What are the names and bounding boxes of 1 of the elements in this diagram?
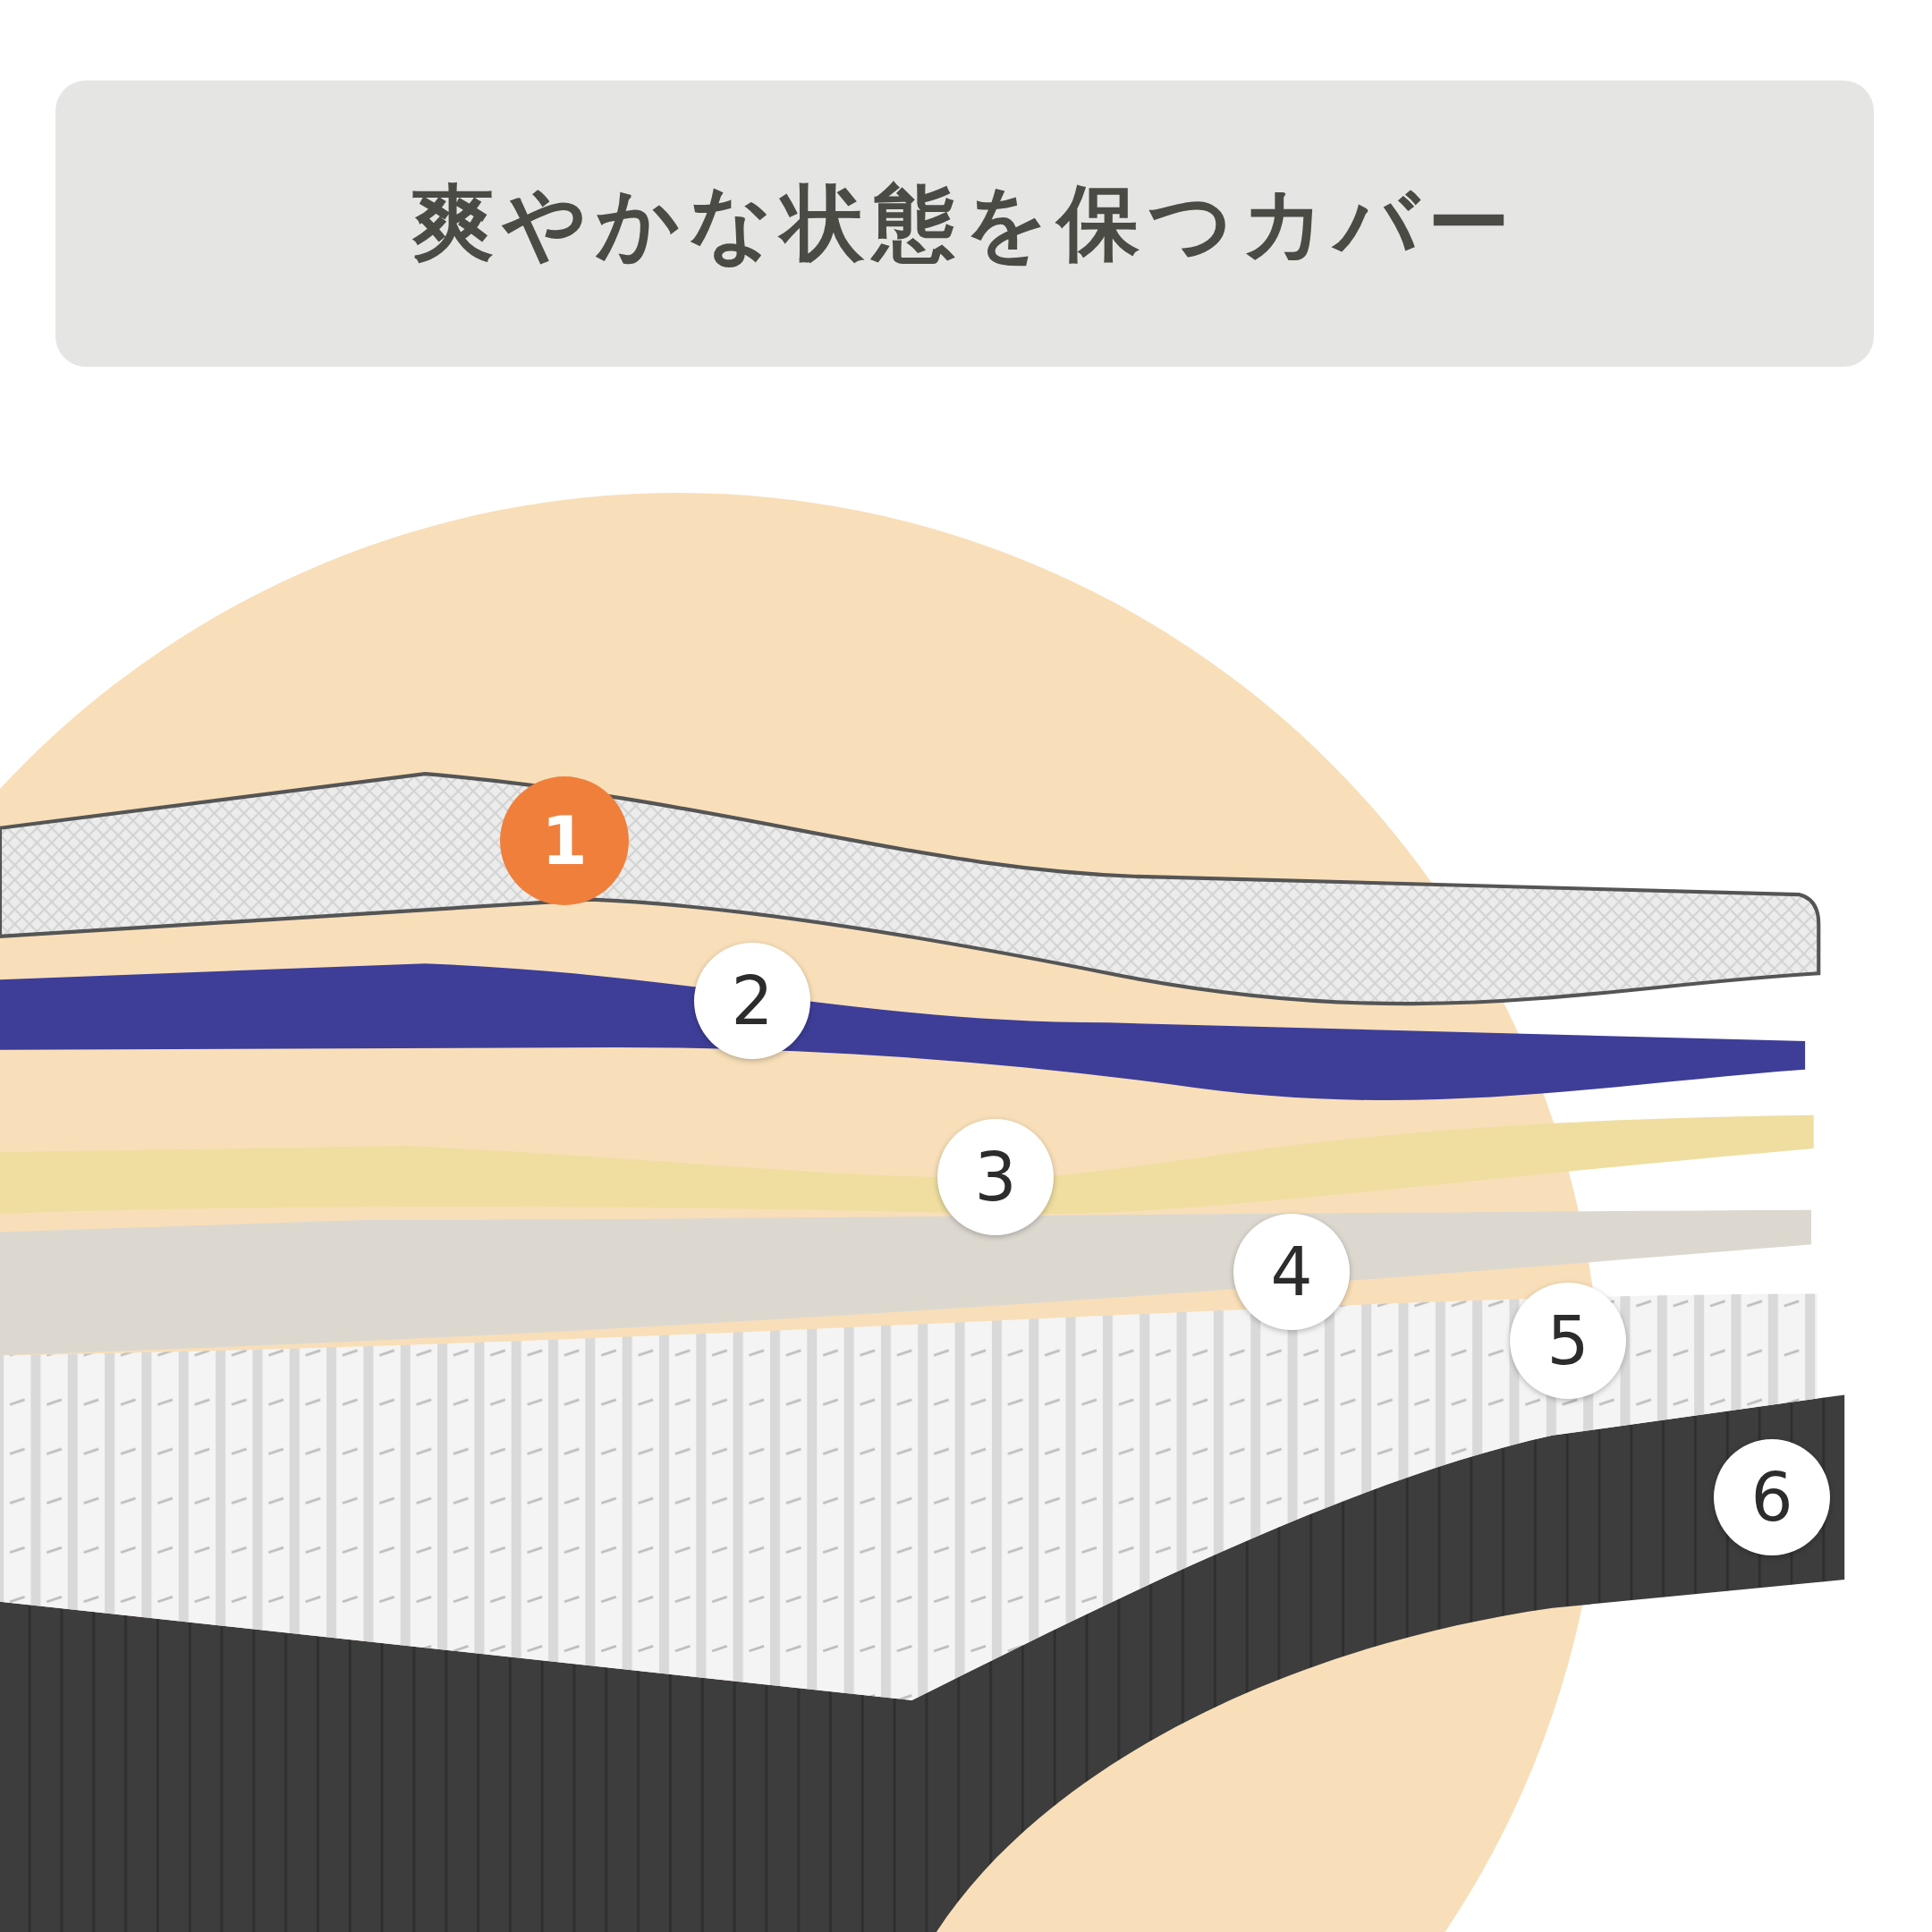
title-banner: 爽やかな状態を保つカバー — [55, 80, 1874, 367]
